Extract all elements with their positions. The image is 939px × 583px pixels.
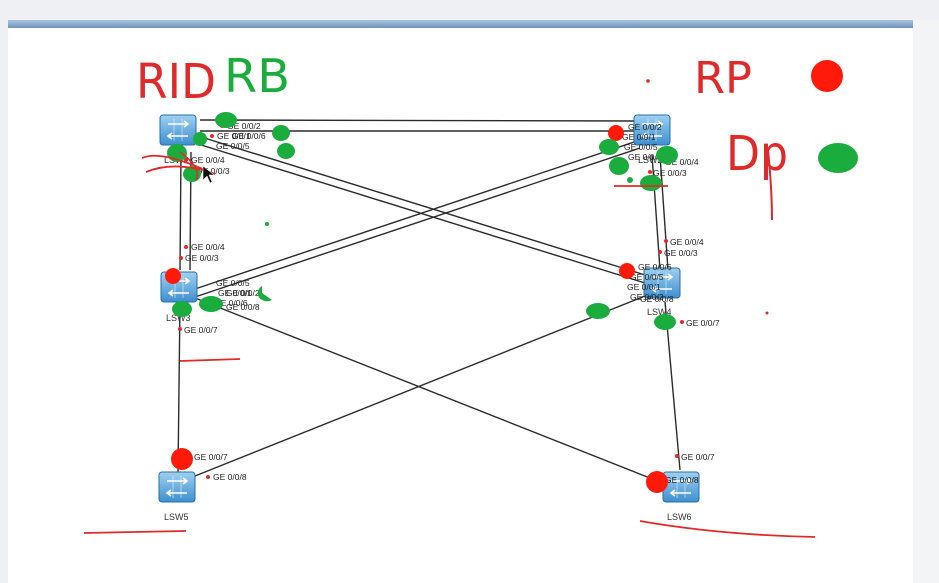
dp-marker	[193, 132, 207, 146]
link-lsw4-lsw5	[189, 291, 656, 479]
port-label: GE 0/0/7	[194, 452, 228, 462]
side-panel-edge	[913, 20, 939, 583]
mouse-cursor-icon	[202, 165, 215, 184]
link-lsw2-lsw3-a	[191, 139, 641, 291]
port-label: GE 0/0/1	[622, 132, 656, 142]
device-label-lsw2: LSW2	[638, 155, 663, 165]
port-label: GE 0/0/5	[216, 141, 250, 151]
port-label: GE 0/0/3	[653, 168, 687, 178]
port-label: GE 0/0/3	[664, 248, 698, 258]
dp-marker	[599, 139, 619, 155]
rp-marker	[165, 268, 181, 284]
port-label: GE 0/0/2	[226, 288, 260, 298]
dp-marker	[215, 112, 237, 128]
legend: RP Dp	[694, 53, 858, 221]
port-label: GE 0/0/4	[665, 157, 699, 167]
port-label: GE 0/0/8	[665, 475, 699, 485]
port-label: GE 0/0/4	[191, 242, 225, 252]
port-label: GE 0/0/1	[217, 131, 251, 141]
port-label: GE 0/0/5	[216, 278, 250, 288]
device-lsw1[interactable]	[159, 114, 197, 146]
handwritten-annotations: RID RB	[83, 49, 816, 538]
window-title-bar	[8, 20, 913, 28]
dp-marker	[265, 222, 269, 226]
port-label: GE 0/0/3	[185, 253, 219, 263]
dp-marker	[627, 177, 633, 183]
port-label: GE 0/0/7	[686, 318, 720, 328]
legend-rp-swatch	[811, 60, 843, 92]
rp-marker	[619, 263, 635, 279]
port-label: GE 0/0/1	[218, 288, 252, 298]
dp-marker	[656, 146, 678, 164]
port-label: GE 0/0/8	[226, 302, 260, 312]
port-label: GE 0/0/7	[681, 452, 715, 462]
link-lsw3-lsw6	[194, 297, 666, 485]
dp-marker	[640, 175, 662, 191]
dp-marker	[272, 125, 290, 141]
link-lsw2-lsw3-b	[191, 147, 641, 299]
rp-marker	[171, 448, 193, 470]
port-label: GE 0/0/3	[196, 166, 230, 176]
dp-marker	[609, 157, 629, 175]
port-label: GE 0/0/6	[232, 131, 266, 141]
legend-dp-swatch	[818, 143, 858, 173]
port-label: GE 0/0/4	[191, 155, 225, 165]
link-lsw1-lsw4-a	[197, 135, 646, 276]
link-lsw4-lsw6	[664, 301, 681, 471]
device-lsw5[interactable]	[158, 471, 196, 503]
port-label: GE 0/0/6	[628, 152, 662, 162]
device-label-lsw6: LSW6	[667, 512, 692, 522]
port-label: GE 0/0/5	[630, 272, 664, 282]
port-label: GE 0/0/1	[627, 282, 661, 292]
dp-marker	[654, 314, 676, 330]
device-label-lsw4: LSW4	[647, 307, 672, 317]
legend-label-rp: RP	[694, 53, 752, 104]
dp-marker	[199, 296, 223, 312]
switch-icon	[158, 471, 196, 503]
device-label-lsw5: LSW5	[164, 512, 189, 522]
port-label: GE 0/0/6	[214, 298, 248, 308]
port-label: GE 0/0/7	[184, 325, 218, 335]
dp-marker	[586, 303, 610, 319]
port-label: GE 0/0/5	[624, 142, 658, 152]
annotation-rb: RB	[224, 49, 290, 103]
port-label: GE 0/0/8	[640, 294, 674, 304]
port-label: GE 0/0/2	[630, 292, 664, 302]
dp-marker	[172, 301, 192, 317]
port-label: GE 0/0/2	[628, 122, 662, 132]
switch-icon	[159, 114, 197, 146]
dp-marker	[277, 143, 295, 159]
link-lsw1-lsw2-a	[199, 119, 641, 122]
rp-marker	[608, 125, 624, 141]
root-port-markers	[165, 125, 668, 493]
device-label-lsw3: LSW3	[166, 313, 191, 323]
link-lsw1-lsw3-a	[179, 151, 182, 271]
dp-marker	[257, 286, 272, 302]
rp-marker	[646, 471, 668, 493]
port-label: GE 0/0/4	[670, 237, 704, 247]
links	[177, 119, 681, 485]
port-labels: GE 0/0/2 GE 0/0/1 GE 0/0/6 GE 0/0/5 GE 0…	[178, 121, 720, 485]
legend-label-dp: Dp	[726, 126, 788, 182]
port-label: GE 0/0/8	[213, 472, 247, 482]
port-label: GE 0/0/2	[227, 121, 261, 131]
annotation-rid: RID	[136, 54, 216, 110]
link-lsw2-lsw4-b	[659, 154, 669, 271]
port-label: GE 0/0/6	[638, 262, 672, 272]
